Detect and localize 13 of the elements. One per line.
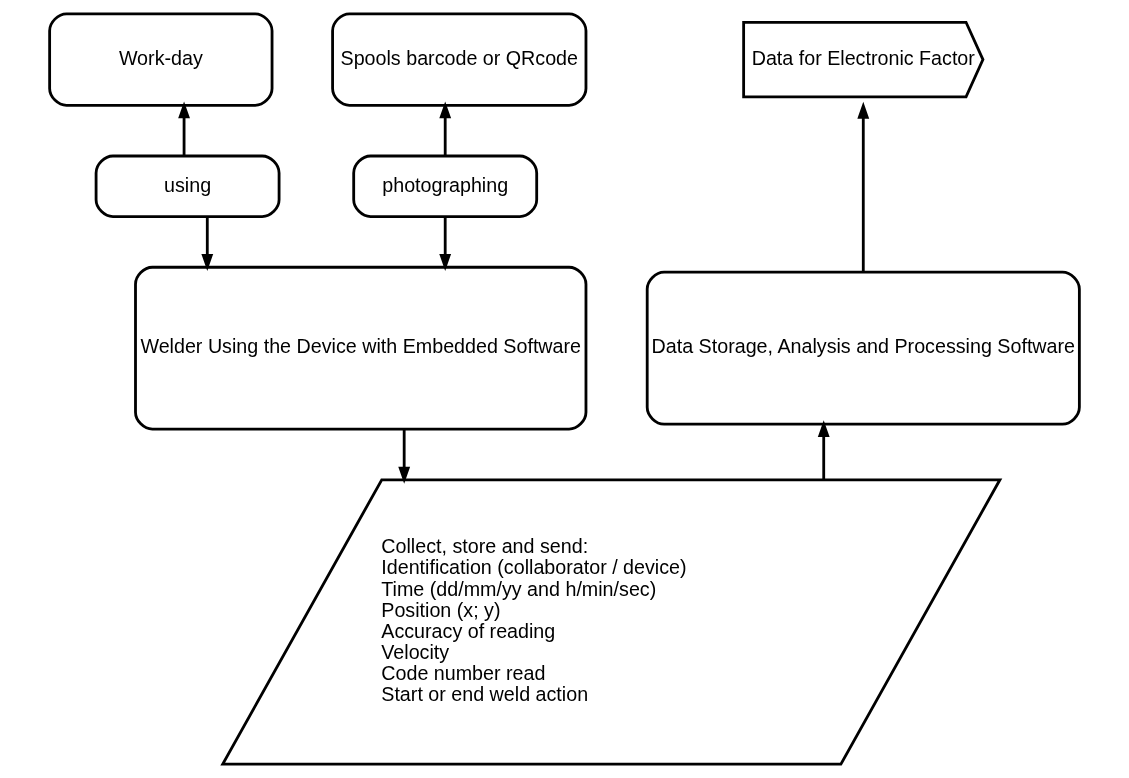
node-box: Work-day [48,12,274,107]
arrow [201,216,214,271]
node-box: photographing [352,154,539,218]
node-box: Data Storage, Analysis and Processing Software [645,270,1081,426]
node-box: Spools barcode or QRcode [331,12,588,107]
arrow [439,216,452,271]
node-box: Welder Using the Device with Embedded Software [134,265,588,431]
node-box: using [94,154,281,218]
arrow [178,101,190,156]
arrow [817,420,830,480]
arrow [398,429,411,484]
arrow [439,101,452,156]
arrow [857,101,870,273]
